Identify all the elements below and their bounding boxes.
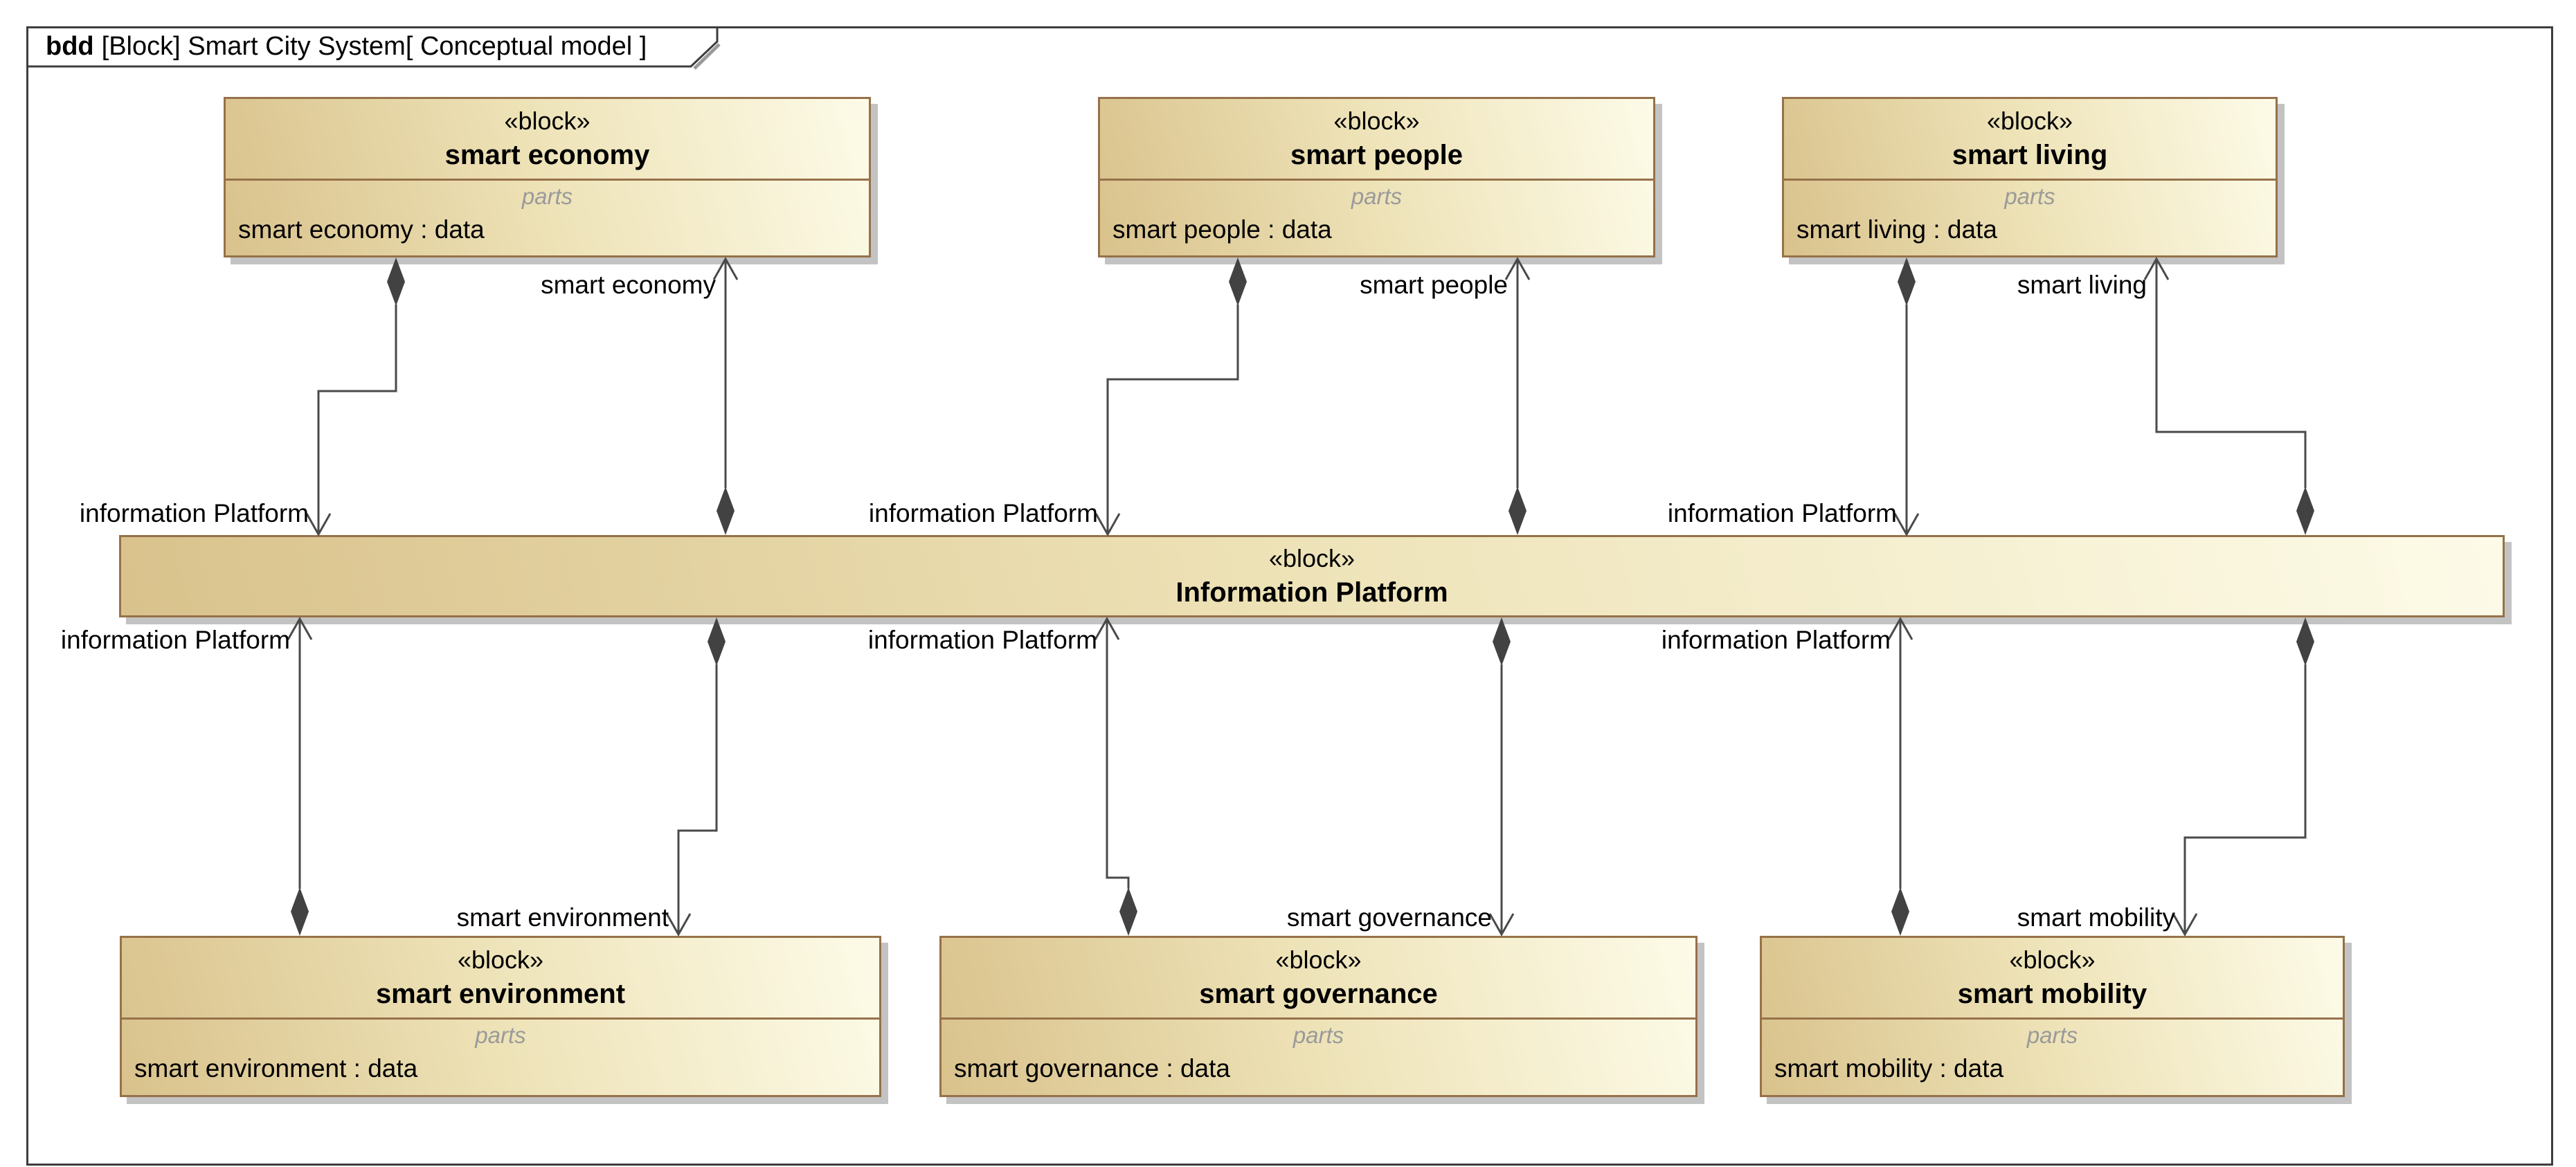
parts-keyword: parts bbox=[475, 1022, 526, 1048]
tab-notch-shadow bbox=[693, 43, 721, 70]
parts-compartment: parts smart economy : data bbox=[226, 181, 869, 244]
frame-title-tab bbox=[26, 26, 721, 70]
block-name: smart economy bbox=[444, 140, 650, 170]
parts-keyword: parts bbox=[2004, 183, 2055, 209]
block-header: «block» Information Platform bbox=[121, 537, 2503, 615]
stereotype-label: «block» bbox=[457, 946, 544, 974]
block-information-platform: «block» Information Platform bbox=[119, 535, 2505, 617]
block-header: «block» smart living bbox=[1784, 99, 2276, 181]
block-header: «block» smart economy bbox=[226, 99, 869, 181]
diagram-title-text: [Block] Smart City System[ Conceptual mo… bbox=[101, 32, 647, 61]
role-label-smart-environment: smart environment bbox=[456, 903, 669, 932]
parts-keyword: parts bbox=[521, 183, 573, 209]
stereotype-label: «block» bbox=[1268, 544, 1355, 572]
block-name: smart living bbox=[1952, 140, 2108, 170]
part-property: smart mobility : data bbox=[1774, 1054, 2004, 1083]
role-label-smart-governance: smart governance bbox=[1286, 903, 1492, 932]
parts-compartment: parts smart environment : data bbox=[122, 1020, 879, 1083]
block-name: smart people bbox=[1290, 140, 1463, 170]
part-property: smart economy : data bbox=[238, 215, 485, 244]
block-name: smart governance bbox=[1199, 979, 1438, 1009]
part-property: smart environment : data bbox=[134, 1054, 418, 1083]
block-name: Information Platform bbox=[1176, 577, 1448, 608]
block-header: «block» smart environment bbox=[122, 938, 879, 1020]
stereotype-label: «block» bbox=[504, 107, 591, 135]
diagram-title: bdd[Block] Smart City System[ Conceptual… bbox=[46, 32, 647, 62]
parts-compartment: parts smart living : data bbox=[1784, 181, 2276, 244]
parts-compartment: parts smart governance : data bbox=[942, 1020, 1695, 1083]
block-header: «block» smart governance bbox=[942, 938, 1695, 1020]
stereotype-label: «block» bbox=[1333, 107, 1420, 135]
block-name: smart environment bbox=[375, 979, 626, 1009]
diagram-kind-keyword: bdd bbox=[46, 32, 94, 61]
stereotype-label: «block» bbox=[1986, 107, 2073, 135]
parts-compartment: parts smart people : data bbox=[1100, 181, 1653, 244]
parts-compartment: parts smart mobility : data bbox=[1762, 1020, 2343, 1083]
block-smart-governance: «block» smart governance parts smart gov… bbox=[939, 936, 1697, 1097]
role-label-smart-economy: smart economy bbox=[541, 271, 716, 299]
role-label-information-platform: information Platform bbox=[867, 626, 1097, 654]
tab-shape bbox=[26, 26, 719, 68]
role-label-information-platform: information Platform bbox=[60, 626, 290, 654]
part-property: smart living : data bbox=[1796, 215, 1997, 244]
role-label-smart-living: smart living bbox=[2017, 271, 2147, 299]
stereotype-label: «block» bbox=[1275, 946, 1362, 974]
parts-keyword: parts bbox=[2026, 1022, 2078, 1048]
block-smart-mobility: «block» smart mobility parts smart mobil… bbox=[1760, 936, 2345, 1097]
role-label-information-platform: information Platform bbox=[1661, 626, 1891, 654]
role-label-information-platform: information Platform bbox=[1667, 499, 1897, 527]
block-smart-people: «block» smart people parts smart people … bbox=[1098, 97, 1655, 257]
block-name: smart mobility bbox=[1957, 979, 2147, 1009]
block-smart-economy: «block» smart economy parts smart econom… bbox=[224, 97, 871, 257]
parts-keyword: parts bbox=[1351, 183, 1403, 209]
stereotype-label: «block» bbox=[2009, 946, 2096, 974]
block-smart-living: «block» smart living parts smart living … bbox=[1782, 97, 2278, 257]
role-label-smart-people: smart people bbox=[1360, 271, 1508, 299]
block-smart-environment: «block» smart environment parts smart en… bbox=[120, 936, 881, 1097]
block-header: «block» smart people bbox=[1100, 99, 1653, 181]
role-label-smart-mobility: smart mobility bbox=[2017, 903, 2175, 932]
block-header: «block» smart mobility bbox=[1762, 938, 2343, 1020]
parts-keyword: parts bbox=[1292, 1022, 1344, 1048]
part-property: smart people : data bbox=[1113, 215, 1332, 244]
role-label-information-platform: information Platform bbox=[868, 499, 1098, 527]
role-label-information-platform: information Platform bbox=[79, 499, 309, 527]
part-property: smart governance : data bbox=[954, 1054, 1230, 1083]
